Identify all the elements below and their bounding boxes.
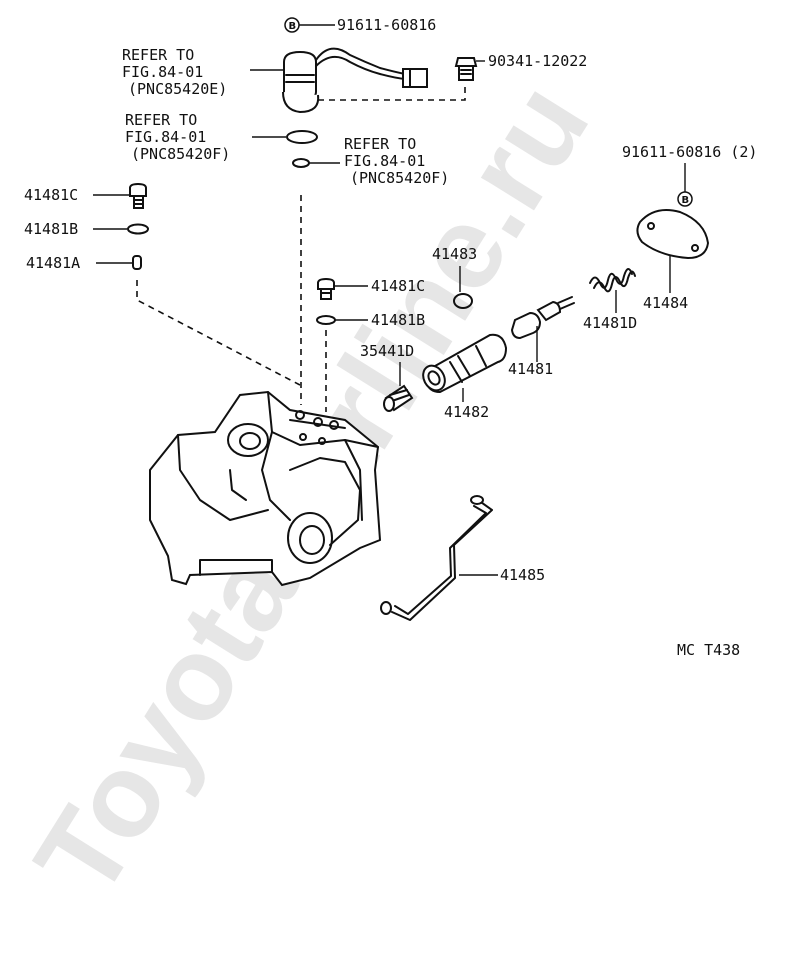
- refer-f2-line1: REFER TO: [344, 135, 416, 153]
- label-91611-60816: 91611-60816: [337, 16, 436, 34]
- strainer-35441D-part: [383, 384, 414, 412]
- transmission-housing-part: [149, 390, 382, 587]
- label-41481C-left: 41481C: [24, 186, 78, 204]
- refer-f1-line1: REFER TO: [125, 111, 197, 129]
- dashed-line-plug: [318, 82, 466, 101]
- label-41481C-mid: 41481C: [371, 277, 425, 295]
- diagram-code: MC T438: [677, 641, 740, 659]
- label-41481A: 41481A: [26, 254, 80, 272]
- bolt-mark-b-top: B: [284, 17, 300, 33]
- label-35441D: 35441D: [360, 342, 414, 360]
- label-91611-60816-2: 91611-60816 (2): [622, 143, 757, 161]
- bolt-41481C-left-part: [129, 182, 147, 209]
- o-ring-41481B-mid: [316, 315, 336, 325]
- refer-e-line2: FIG.84-01: [122, 63, 203, 81]
- solenoid-part: [282, 47, 428, 114]
- o-ring-large: [286, 130, 318, 144]
- refer-f1-line2: FIG.84-01: [125, 128, 206, 146]
- svg-text:B: B: [289, 21, 297, 32]
- bolt-41481C-mid-part: [317, 277, 335, 300]
- label-41483: 41483: [432, 245, 477, 263]
- dashed-line-left: [136, 280, 301, 386]
- o-ring-small: [292, 158, 310, 168]
- sleeve-41482-part: [422, 333, 508, 394]
- label-41481: 41481: [508, 360, 553, 378]
- o-ring-41481B-left: [127, 223, 149, 235]
- plug-41483-part: [453, 293, 473, 309]
- refer-f2-line3: (PNC85420F): [350, 169, 449, 187]
- label-41481B-left: 41481B: [24, 220, 78, 238]
- spring-41481D-part: [589, 268, 636, 293]
- refer-e-line1: REFER TO: [122, 46, 194, 64]
- refer-f2-line2: FIG.84-01: [344, 152, 425, 170]
- pin-41481A: [132, 255, 142, 270]
- label-41481B-mid: 41481B: [371, 311, 425, 329]
- label-90341-12022: 90341-12022: [488, 52, 587, 70]
- label-41484: 41484: [643, 294, 688, 312]
- cover-41484-part: [636, 209, 710, 260]
- valve-41481-part: [510, 296, 575, 340]
- refer-e-line3: (PNC85420E): [128, 80, 227, 98]
- label-41485: 41485: [500, 566, 545, 584]
- pipe-41485-part: [380, 495, 493, 621]
- label-41481D: 41481D: [583, 314, 637, 332]
- bolt-mark-b-right: B: [677, 191, 693, 207]
- plug-90341-part: [454, 57, 478, 81]
- label-41482: 41482: [444, 403, 489, 421]
- svg-text:B: B: [682, 195, 690, 206]
- refer-f1-line3: (PNC85420F): [131, 145, 230, 163]
